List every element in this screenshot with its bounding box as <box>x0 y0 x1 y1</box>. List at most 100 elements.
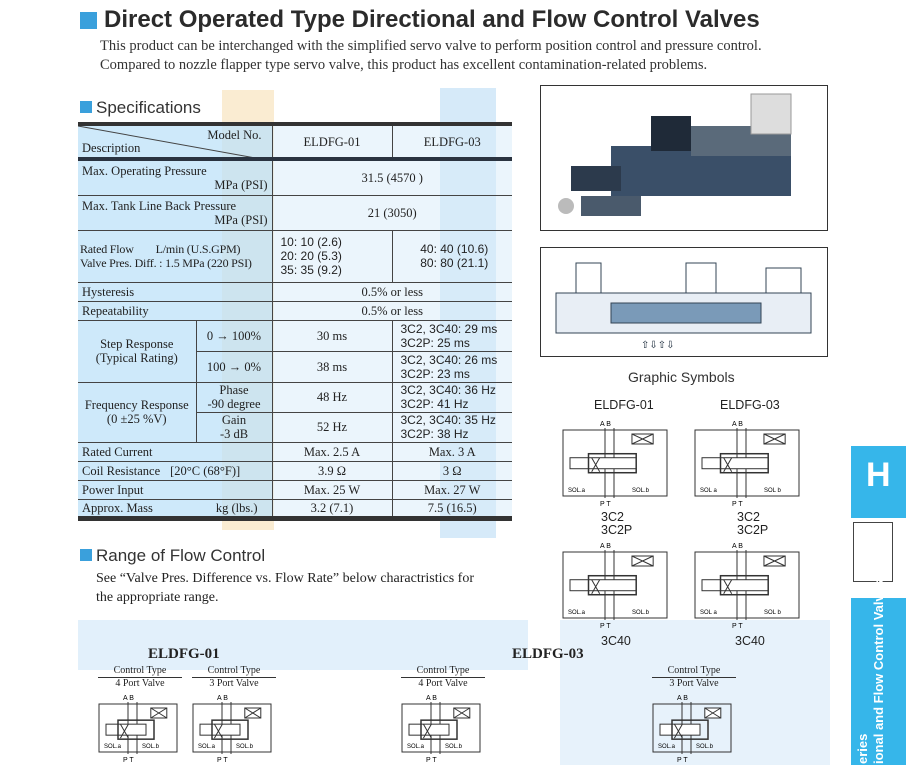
valve-symbol-icon <box>853 522 893 582</box>
range-model-label: ELDFG-03 <box>512 646 584 662</box>
cell-text: Max. Operating Pressure <box>82 163 207 178</box>
cell-text: 0.5% or less <box>271 282 512 302</box>
port-label: P T <box>123 757 134 764</box>
cell-text: 3C2P: 38 Hz <box>400 427 469 441</box>
model-no-label: Model No. <box>207 128 262 142</box>
cell-text: 0 → 100% <box>195 320 272 352</box>
table-cell: Phase-90 degree <box>195 382 272 413</box>
valve-photo <box>540 85 828 231</box>
cell-text: 52 Hz <box>271 412 392 443</box>
control-type-label: Control Type <box>98 665 182 678</box>
symbol-code: 3C40 <box>735 634 765 648</box>
port-type-label: 4 Port Valve <box>115 678 165 689</box>
header-corner: Model No. Description <box>78 122 272 161</box>
sol-label: SOL.a <box>198 744 216 750</box>
sol-label: SOL a <box>700 610 717 616</box>
cell-text: 3C2, 3C40: 26 ms <box>400 352 498 367</box>
cell-text: 3C2P: 23 ms <box>400 366 470 381</box>
cell-text: 3C2, 3C40: 29 ms <box>400 321 498 336</box>
section-bullet <box>80 101 92 113</box>
cell-text: 31.5 (4570 ) <box>271 159 512 196</box>
port-label: A B <box>677 695 688 702</box>
cell-text: Hysteresis <box>78 282 272 302</box>
cell-text: 3.9 Ω <box>271 461 392 481</box>
port-label: P T <box>732 623 743 630</box>
cell-text: L/min (U.S.GPM) <box>155 242 241 256</box>
cell-text: 3 Ω <box>391 461 512 481</box>
range-model-label: ELDFG-01 <box>148 646 220 662</box>
port-label: A B <box>732 421 743 428</box>
table-cell: Frequency Response(0 ±25 %V) <box>78 382 196 443</box>
table-row: Frequency Response(0 ±25 %V)Phase-90 deg… <box>78 382 512 443</box>
cell-text: kg (lbs.) <box>215 500 258 515</box>
cell-text: [20°C (68°F)] <box>170 463 241 478</box>
range-text: See “Valve Pres. Difference vs. Flow Rat… <box>96 571 474 586</box>
page-title: Direct Operated Type Directional and Flo… <box>104 6 760 33</box>
sol-label: SOL.b <box>696 744 714 750</box>
section-bullet <box>80 549 92 561</box>
description-label: Description <box>82 141 141 155</box>
sol-label: SOL.a <box>568 610 586 616</box>
table-cell: 40: 40 (10.6)80: 80 (21.1) <box>391 230 512 283</box>
sol-label: SOL.b <box>632 488 650 494</box>
range-text: the appropriate range. <box>96 590 219 605</box>
sol-label: SOL.b <box>142 744 160 750</box>
cell-text: 3C2P <box>737 523 769 537</box>
cell-text: MPa (PSI) <box>214 212 268 227</box>
tab-letter: H <box>866 456 891 494</box>
cell-text: 30 ms <box>271 320 392 352</box>
intro-line: Compared to nozzle flapper type servo va… <box>100 57 708 73</box>
port-label: P T <box>600 623 611 630</box>
cell-text: 10: 10 (2.6) <box>280 235 342 249</box>
symbol-model-label: ELDFG-03 <box>720 398 780 412</box>
control-type-label: Control Type <box>401 665 485 678</box>
table-cell: Coil Resistance[20°C (68°F)] <box>78 461 272 481</box>
port-label: P T <box>217 757 228 764</box>
cell-text: 3.2 (7.1) <box>271 499 392 521</box>
cell-text: Power Input <box>78 480 272 500</box>
title-bullet <box>80 12 97 29</box>
sol-label: SOL.a <box>104 744 122 750</box>
control-type-label: Control Type <box>652 665 736 678</box>
table-cell: Step Response(Typical Rating) <box>78 320 196 383</box>
sol-label: SOL b <box>764 488 781 494</box>
cell-text: 3C2, 3C40: 35 Hz <box>400 413 496 427</box>
sol-label: SOL.b <box>236 744 254 750</box>
port-label: A B <box>217 695 228 702</box>
cell-text: Phase <box>219 383 249 397</box>
cell-text: 100 → 0% <box>195 351 272 383</box>
cell-text: MPa (PSI) <box>214 177 268 192</box>
specifications-heading: Specifications <box>96 98 201 117</box>
port-label: A B <box>600 421 611 428</box>
cell-text: 3C2 <box>601 510 624 524</box>
cell-text: Repeatability <box>78 301 272 321</box>
cell-text: Max. 27 W <box>391 480 512 500</box>
cell-text: Rated Current <box>78 442 272 462</box>
port-label: A B <box>426 695 437 702</box>
cell-text: 3C2P: 41 Hz <box>400 397 469 411</box>
